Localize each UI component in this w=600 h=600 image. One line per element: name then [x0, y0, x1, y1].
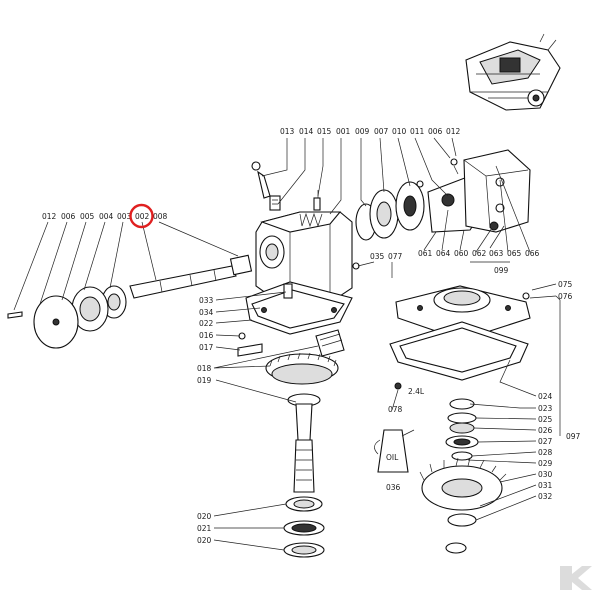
gearbox-housing [255, 190, 353, 297]
shaft-bearings [283, 496, 325, 558]
label-062: 062 [472, 249, 487, 258]
label-061: 061 [418, 249, 433, 258]
label-022: 022 [199, 319, 214, 328]
label-026: 026 [538, 426, 553, 435]
oil-can-icon: OIL [374, 382, 415, 473]
highlight-ring-002 [129, 203, 154, 229]
label-035: 035 [370, 252, 385, 261]
watermark-logo [560, 566, 592, 590]
label-020-a: 020 [197, 512, 212, 521]
label-014: 014 [299, 127, 314, 136]
output-side-assembly [352, 149, 531, 270]
label-034: 034 [199, 308, 214, 317]
label-007: 007 [374, 127, 389, 136]
label-004: 004 [99, 212, 114, 221]
label-011: 011 [410, 127, 425, 136]
leader-lines [13, 137, 561, 551]
label-015: 015 [317, 127, 332, 136]
label-010: 010 [392, 127, 407, 136]
label-036: 036 [386, 483, 401, 492]
oil-can-label: OIL [386, 453, 399, 462]
label-060: 060 [454, 249, 469, 258]
label-021: 021 [197, 524, 212, 533]
label-099: 099 [494, 266, 509, 275]
label-018: 018 [197, 364, 212, 373]
label-065: 065 [507, 249, 522, 258]
label-006-left: 006 [61, 212, 76, 221]
label-005: 005 [80, 212, 95, 221]
large-flange [389, 285, 531, 381]
input-shaft-assembly [7, 254, 253, 349]
label-078: 078 [388, 405, 403, 414]
label-002: 002 [135, 212, 150, 221]
label-033: 033 [199, 296, 214, 305]
label-031: 031 [538, 481, 553, 490]
label-064: 064 [436, 249, 451, 258]
label-012-top: 012 [446, 127, 461, 136]
label-003: 003 [117, 212, 132, 221]
label-076: 076 [558, 292, 573, 301]
label-032: 032 [538, 492, 553, 501]
part-number-labels: 013 014 015 001 009 007 010 011 006 012 … [42, 127, 581, 545]
label-017: 017 [199, 343, 214, 352]
label-097: 097 [566, 432, 581, 441]
label-029: 029 [538, 459, 553, 468]
label-019: 019 [197, 376, 212, 385]
label-006-top: 006 [428, 127, 443, 136]
bracket-017 [237, 332, 263, 357]
label-013: 013 [280, 127, 295, 136]
breather-013 [251, 161, 281, 211]
label-009: 009 [355, 127, 370, 136]
label-028: 028 [538, 448, 553, 457]
label-027: 027 [538, 437, 553, 446]
bevel-gears [265, 329, 345, 385]
label-077: 077 [388, 252, 403, 261]
label-008: 008 [153, 212, 168, 221]
label-012-left: 012 [42, 212, 57, 221]
label-075: 075 [558, 280, 573, 289]
label-030: 030 [538, 470, 553, 479]
output-shaft [287, 393, 321, 493]
label-020-b: 020 [197, 536, 212, 545]
label-066: 066 [525, 249, 540, 258]
label-024: 024 [538, 392, 553, 401]
gasket-plate [245, 281, 353, 335]
label-063: 063 [489, 249, 504, 258]
label-2-4l: 2.4L [408, 387, 425, 396]
machine-thumbnail [465, 33, 561, 111]
output-gear-stack [419, 398, 507, 554]
label-016: 016 [199, 331, 214, 340]
label-023: 023 [538, 404, 553, 413]
label-025: 025 [538, 415, 553, 424]
label-001: 001 [336, 127, 351, 136]
